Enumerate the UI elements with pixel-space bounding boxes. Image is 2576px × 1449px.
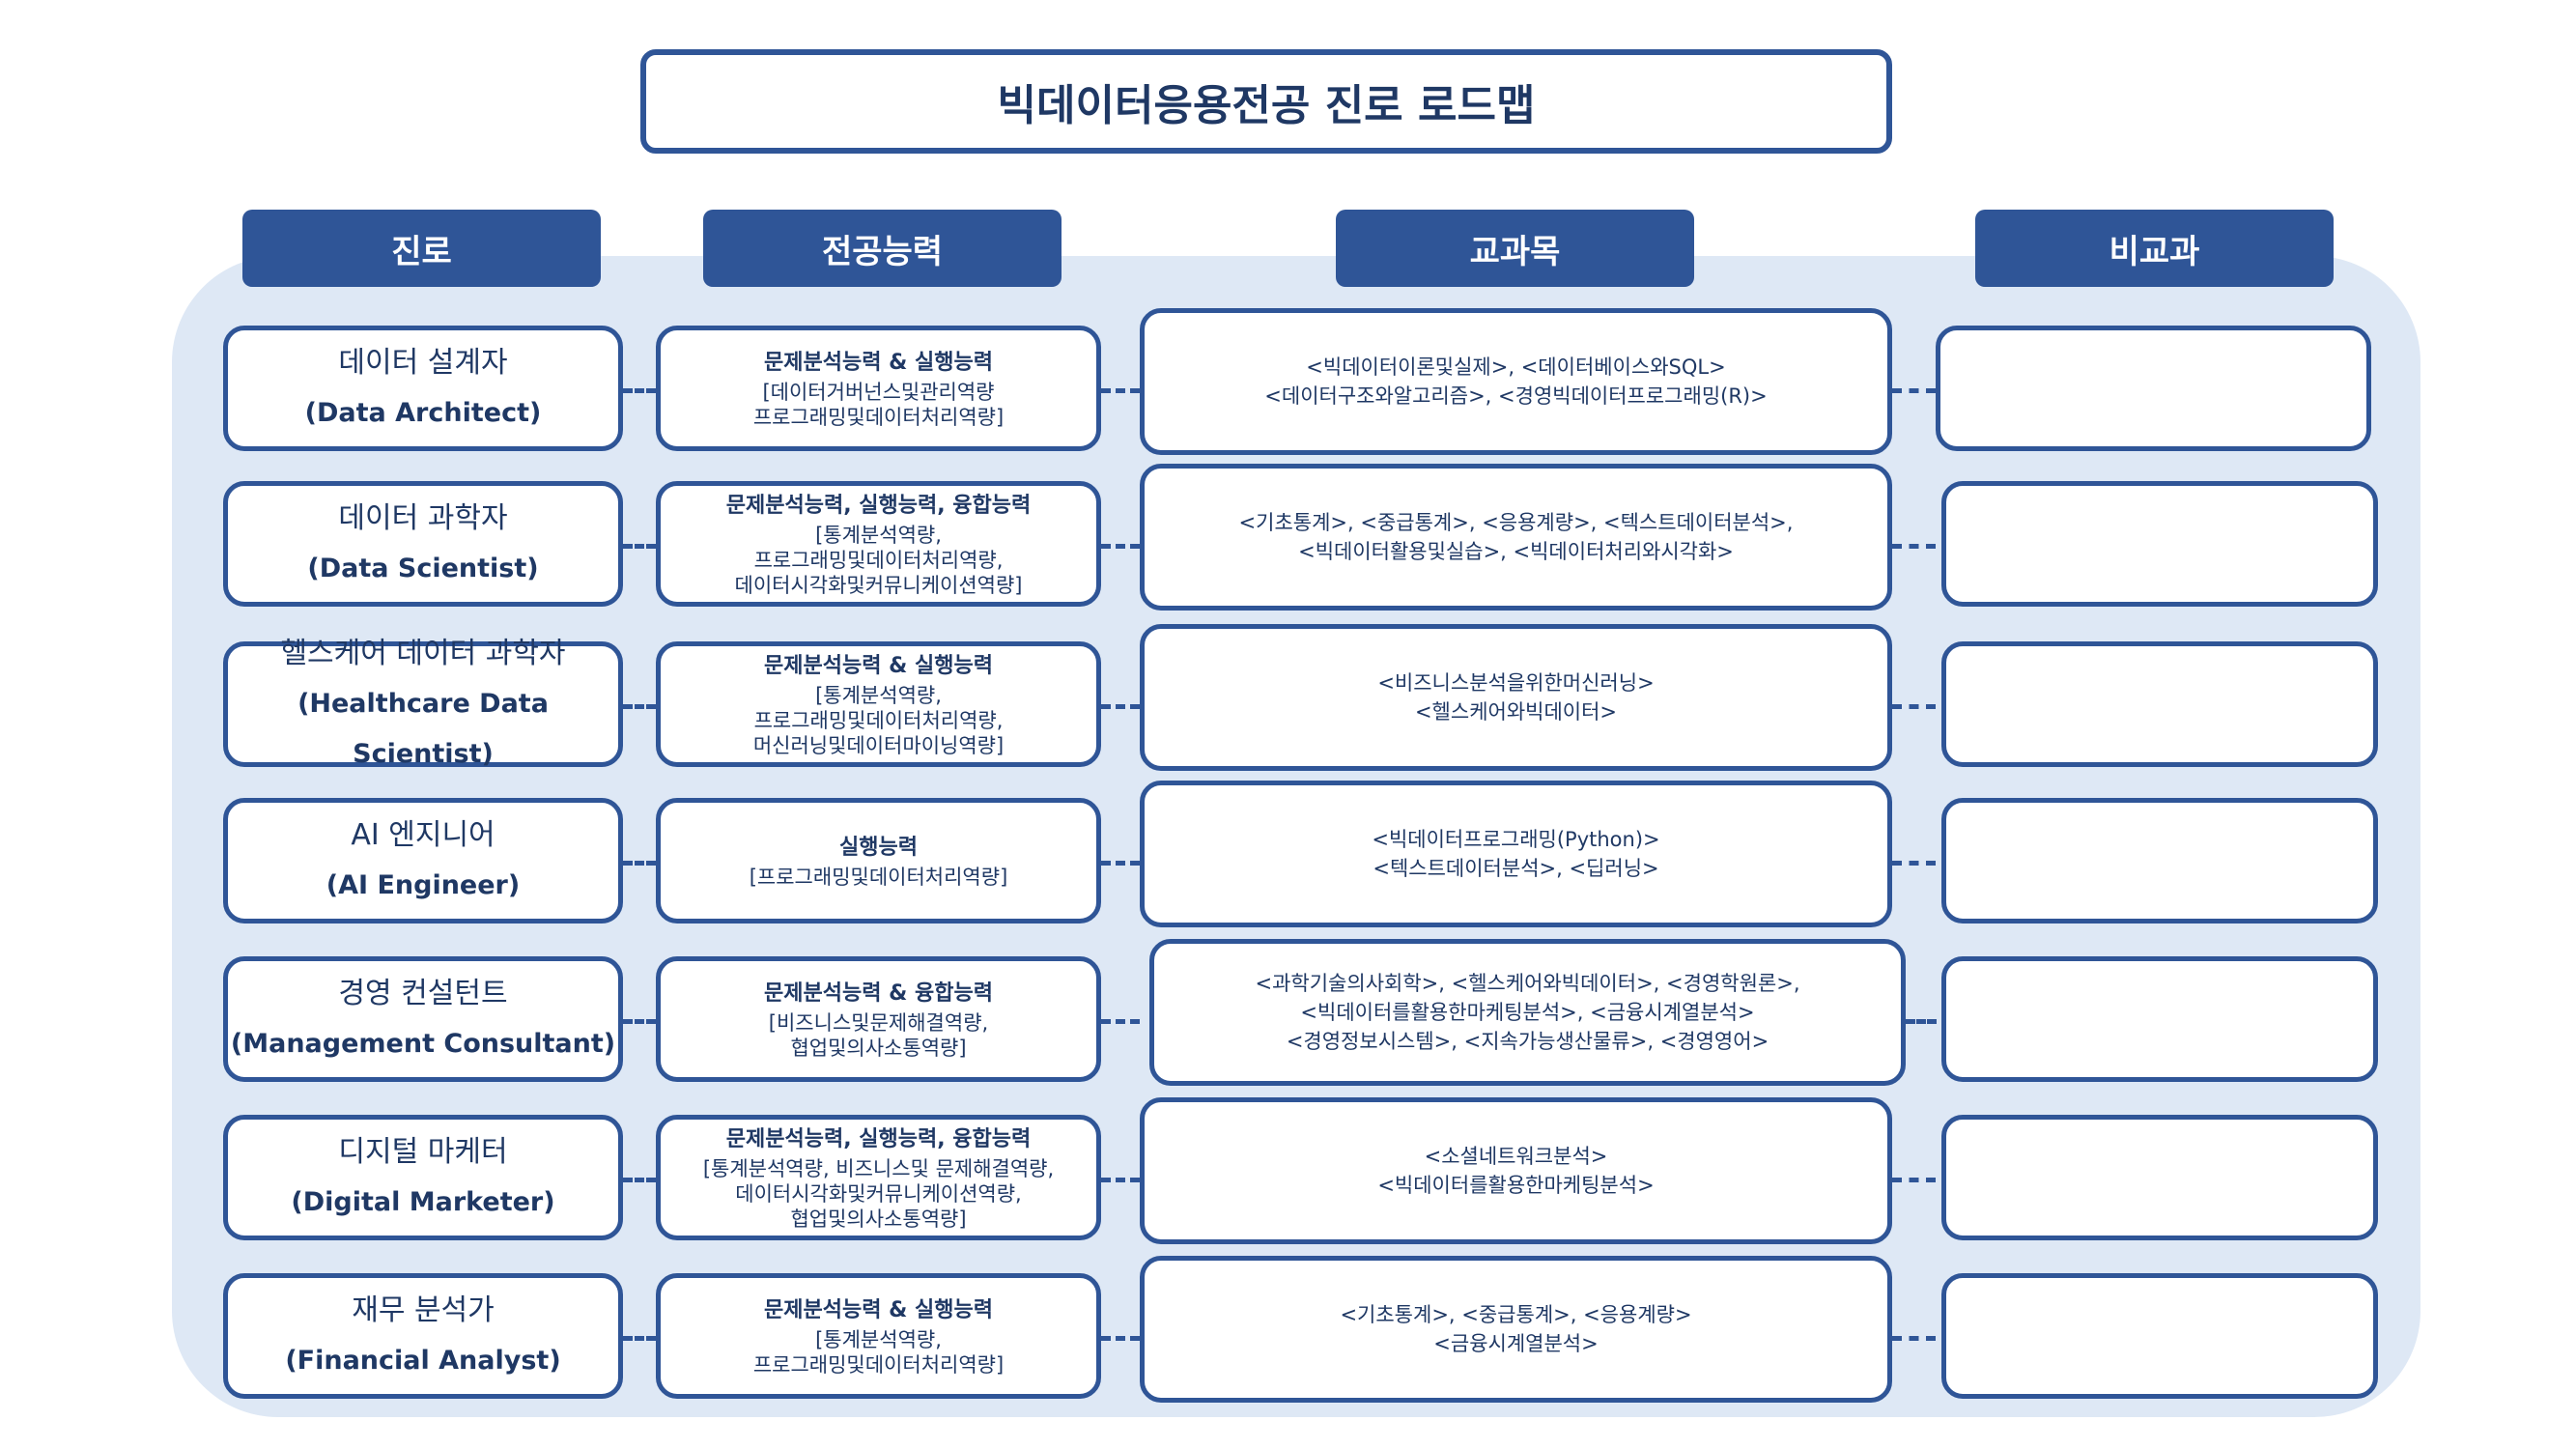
courses-box: <소셜네트워크분석> <빅데이터를활용한마케팅분석> [1140, 1097, 1892, 1244]
connector [1101, 1019, 1140, 1024]
career-name-ko: 헬스케어 데이터 과학자 [280, 637, 566, 670]
career-name-en: (Data Scientist) [307, 554, 539, 583]
competency-box: 문제분석능력, 실행능력, 융합능력 [통계분석역량, 프로그래밍및데이터처리역… [656, 481, 1101, 607]
career-name-en: (Management Consultant) [230, 1029, 616, 1059]
connector [623, 388, 656, 393]
career-name-en: (Digital Marketer) [291, 1187, 555, 1217]
competency-detail: [통계분석역량, 비즈니스및 문제해결역량, 데이터시각화및커뮤니케이션역량, … [702, 1157, 1055, 1231]
competency-detail: [데이터거버넌스및관리역량 프로그래밍및데이터처리역량] [752, 381, 1005, 429]
extracurricular-box [1941, 798, 2378, 923]
connector [1892, 861, 1936, 866]
career-box: AI 엔지니어 (AI Engineer) [223, 798, 623, 923]
connector [1892, 704, 1936, 709]
career-name-en: (Financial Analyst) [285, 1346, 561, 1376]
connector [1892, 544, 1936, 549]
career-box: 디지털 마케터 (Digital Marketer) [223, 1115, 623, 1240]
extracurricular-box [1941, 641, 2378, 767]
competency-title: 문제분석능력 & 실행능력 [764, 654, 993, 678]
courses-list: <빅데이터이론및실제>, <데이터베이스와SQL> <데이터구조와알고리즘>, … [1264, 355, 1768, 408]
competency-detail: [프로그래밍및데이터처리역량] [749, 866, 1008, 889]
courses-box: <빅데이터이론및실제>, <데이터베이스와SQL> <데이터구조와알고리즘>, … [1140, 308, 1892, 455]
courses-list: <비즈니스분석을위한머신러닝> <헬스케어와빅데이터> [1377, 671, 1655, 724]
competency-title: 문제분석능력 & 실행능력 [764, 1298, 993, 1322]
courses-list: <빅데이터프로그래밍(Python)> <텍스트데이터분석>, <딥러닝> [1372, 828, 1660, 880]
header-career: 진로 [242, 210, 601, 287]
career-box: 경영 컨설턴트 (Management Consultant) [223, 956, 623, 1082]
courses-list: <소셜네트워크분석> <빅데이터를활용한마케팅분석> [1377, 1145, 1655, 1197]
connector [1101, 1178, 1140, 1182]
connector [1101, 388, 1140, 393]
connector [1101, 544, 1140, 549]
competency-box: 문제분석능력, 실행능력, 융합능력 [통계분석역량, 비즈니스및 문제해결역량… [656, 1115, 1101, 1240]
career-name-en: (Healthcare Data Scientist) [297, 689, 549, 769]
career-name-ko: AI 엔지니어 [351, 818, 495, 852]
competency-title: 문제분석능력, 실행능력, 융합능력 [725, 1127, 1032, 1151]
competency-title: 문제분석능력, 실행능력, 융합능력 [725, 494, 1032, 518]
career-name-en: (Data Architect) [304, 398, 542, 428]
courses-box: <빅데이터프로그래밍(Python)> <텍스트데이터분석>, <딥러닝> [1140, 781, 1892, 927]
extracurricular-box [1941, 1273, 2378, 1399]
competency-box: 문제분석능력 & 실행능력 [데이터거버넌스및관리역량 프로그래밍및데이터처리역… [656, 326, 1101, 451]
connector [623, 544, 656, 549]
connector [623, 1336, 656, 1341]
connector [1101, 1336, 1140, 1341]
courses-list: <기초통계>, <중급통계>, <응용계량> <금융시계열분석> [1340, 1303, 1692, 1355]
connector [1906, 1019, 1937, 1024]
page-title: 빅데이터응용전공 진로 로드맵 [640, 49, 1892, 154]
courses-list: <과학기술의사회학>, <헬스케어와빅데이터>, <경영학원론>, <빅데이터를… [1255, 972, 1800, 1053]
competency-detail: [통계분석역량, 프로그래밍및데이터처리역량] [752, 1328, 1005, 1377]
extracurricular-box [1936, 326, 2371, 451]
competency-title: 문제분석능력 & 융합능력 [764, 981, 993, 1006]
connector [623, 861, 656, 866]
connector [1101, 704, 1140, 709]
career-box: 재무 분석가 (Financial Analyst) [223, 1273, 623, 1399]
career-name-ko: 재무 분석가 [352, 1293, 495, 1327]
connector [623, 704, 656, 709]
header-competency: 전공능력 [703, 210, 1062, 287]
header-extracurricular: 비교과 [1975, 210, 2334, 287]
career-name-ko: 경영 컨설턴트 [338, 977, 508, 1010]
career-name-ko: 데이터 설계자 [338, 346, 508, 380]
competency-detail: [통계분석역량, 프로그래밍및데이터처리역량, 데이터시각화및커뮤니케이션역량] [734, 524, 1023, 597]
connector [1892, 1178, 1936, 1182]
career-name-ko: 디지털 마케터 [338, 1135, 508, 1169]
competency-detail: [비즈니스및문제해결역량, 협업및의사소통역량] [768, 1011, 989, 1060]
competency-box: 문제분석능력 & 실행능력 [통계분석역량, 프로그래밍및데이터처리역량] [656, 1273, 1101, 1399]
competency-title: 실행능력 [839, 836, 918, 860]
career-box: 데이터 과학자 (Data Scientist) [223, 481, 623, 607]
competency-box: 문제분석능력 & 융합능력 [비즈니스및문제해결역량, 협업및의사소통역량] [656, 956, 1101, 1082]
career-box: 헬스케어 데이터 과학자 (Healthcare Data Scientist) [223, 637, 623, 769]
competency-box: 문제분석능력 & 실행능력 [통계분석역량, 프로그래밍및데이터처리역량, 머신… [656, 641, 1101, 767]
header-courses: 교과목 [1336, 210, 1694, 287]
competency-box: 실행능력 [프로그래밍및데이터처리역량] [656, 798, 1101, 923]
connector [623, 1178, 656, 1182]
career-name-ko: 데이터 과학자 [338, 501, 508, 535]
extracurricular-box [1941, 1115, 2378, 1240]
career-box: 데이터 설계자 (Data Architect) [223, 326, 623, 451]
connector [623, 1019, 656, 1024]
career-name-en: (AI Engineer) [326, 870, 521, 900]
connector [1892, 1336, 1936, 1341]
courses-list: <기초통계>, <중급통계>, <응용계량>, <텍스트데이터분석>, <빅데이… [1238, 511, 1794, 563]
extracurricular-box [1941, 956, 2378, 1082]
competency-title: 문제분석능력 & 실행능력 [764, 351, 993, 375]
extracurricular-box [1941, 481, 2378, 607]
courses-box: <기초통계>, <중급통계>, <응용계량>, <텍스트데이터분석>, <빅데이… [1140, 464, 1892, 611]
connector [1101, 861, 1140, 866]
courses-box: <비즈니스분석을위한머신러닝> <헬스케어와빅데이터> [1140, 624, 1892, 771]
courses-box: <과학기술의사회학>, <헬스케어와빅데이터>, <경영학원론>, <빅데이터를… [1149, 939, 1906, 1086]
connector [1892, 388, 1936, 393]
courses-box: <기초통계>, <중급통계>, <응용계량> <금융시계열분석> [1140, 1256, 1892, 1403]
competency-detail: [통계분석역량, 프로그래밍및데이터처리역량, 머신러닝및데이터마이닝역량] [752, 684, 1005, 757]
